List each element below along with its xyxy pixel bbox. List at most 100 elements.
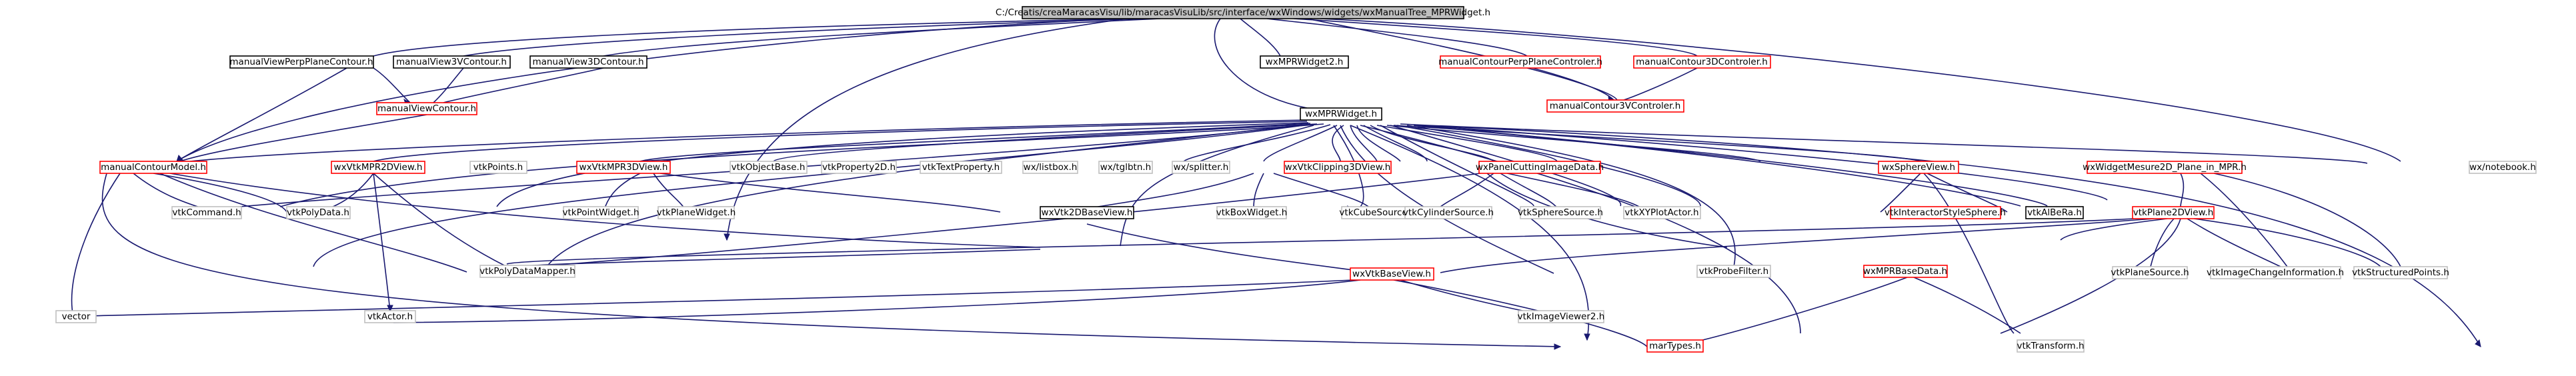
node-label: vtkCubeSource.h [1339, 207, 1416, 218]
node-wxVtk2DBaseView[interactable]: wxVtk2DBaseView.h [1040, 206, 1134, 219]
edge [533, 173, 1481, 267]
node-label: wxVtkBaseView.h [1352, 269, 1431, 279]
node-label: vtkAlBeRa.h [2027, 207, 2082, 218]
node-manualViewContour[interactable]: manualViewContour.h [376, 102, 477, 115]
edge [373, 121, 1308, 162]
node-label: manualView3VContour.h [396, 57, 507, 67]
node-vector[interactable]: vector [55, 310, 97, 323]
node-vtkXYPlotActor[interactable]: vtkXYPlotActor.h [1623, 206, 1701, 219]
node-label: vtkPolyData.h [287, 207, 349, 218]
node-vtkImageViewer2[interactable]: vtkImageViewer2.h [1518, 310, 1605, 323]
edge [1214, 18, 1308, 109]
node-vtkCubeSource[interactable]: vtkCubeSource.h [1339, 206, 1416, 219]
edge [1420, 125, 2108, 201]
node-vtkObjectBase[interactable]: vtkObjectBase.h [730, 161, 808, 174]
node-wxMPRBaseData[interactable]: wxMPRBaseData.h [1863, 265, 1948, 278]
node-label: vtkProbeFilter.h [1699, 266, 1768, 277]
edge [179, 114, 427, 162]
edge [373, 18, 1134, 57]
node-wx-splitter[interactable]: wx/splitter.h [1172, 161, 1230, 174]
node-vtkPoints[interactable]: vtkPoints.h [469, 161, 527, 174]
node-vtkAlBeRa[interactable]: vtkAlBeRa.h [2025, 206, 2084, 219]
node-manualContourModel[interactable]: manualContourModel.h [99, 161, 207, 174]
node-root[interactable]: C:/Creatis/creaMaracasVisu/lib/maracasVi… [996, 6, 1490, 19]
node-vtkTransform[interactable]: vtkTransform.h [2017, 339, 2085, 353]
node-label: C:/Creatis/creaMaracasVisu/lib/maracasVi… [996, 7, 1490, 18]
edge [2150, 218, 2175, 267]
edge [1396, 125, 1701, 207]
edge [393, 279, 1361, 323]
node-label: vtkBoxWidget.h [1216, 207, 1288, 218]
edge [1913, 277, 2021, 334]
node-label: wxSphereView.h [1882, 162, 1955, 173]
node-wxVtkBaseView[interactable]: wxVtkBaseView.h [1350, 267, 1434, 281]
edge [639, 123, 1311, 162]
node-label: manualContour3VControler.h [1550, 101, 1681, 111]
node-vtkStructuredPoints[interactable]: vtkStructuredPoints.h [2352, 266, 2449, 279]
node-label: vtkInteractorStyleSphere.h [1884, 207, 2006, 218]
node-vtkInteractorStyleSphere[interactable]: vtkInteractorStyleSphere.h [1884, 206, 2006, 219]
node-wxMPRWidget[interactable]: wxMPRWidget.h [1300, 107, 1382, 121]
edge [1923, 173, 2015, 334]
node-vtkBoxWidget[interactable]: vtkBoxWidget.h [1216, 206, 1288, 219]
node-vtkPolyData[interactable]: vtkPolyData.h [286, 206, 351, 219]
node-manualView3DContour[interactable]: manualView3DContour.h [529, 55, 648, 69]
edge [1400, 123, 2368, 164]
node-label: wx/notebook.h [2469, 162, 2536, 173]
edge [1440, 218, 2155, 273]
edge [1363, 125, 1428, 162]
node-wxMPRWidget2[interactable]: wxMPRWidget2.h [1260, 55, 1349, 69]
node-label: vtkPlane2DView.h [2133, 207, 2214, 218]
node-label: wxVtkMPR2DView.h [334, 162, 423, 173]
node-manualContour3VControler[interactable]: manualContour3VControler.h [1546, 99, 1684, 113]
node-label: manualContourModel.h [101, 162, 206, 173]
node-manualView3VContour[interactable]: manualView3VContour.h [393, 55, 511, 69]
node-label: wx/splitter.h [1174, 162, 1229, 173]
node-label: vtkStructuredPoints.h [2352, 267, 2449, 278]
edge [1293, 18, 1698, 57]
edge [313, 125, 1304, 267]
node-vtkSphereSource[interactable]: vtkSphereSource.h [1518, 206, 1603, 219]
node-wx-notebook[interactable]: wx/notebook.h [2469, 161, 2537, 174]
node-vtkPointWidget[interactable]: vtkPointWidget.h [562, 206, 639, 219]
node-vtkActor[interactable]: vtkActor.h [364, 310, 416, 323]
node-vtkProperty2D[interactable]: vtkProperty2D.h [821, 161, 897, 174]
node-vtkPolyDataMapper[interactable]: vtkPolyDataMapper.h [479, 265, 575, 278]
node-wxVtkMPR2DView[interactable]: wxVtkMPR2DView.h [331, 161, 425, 174]
node-label: vector [62, 311, 91, 322]
node-vtkPlaneSource[interactable]: vtkPlaneSource.h [2111, 266, 2189, 279]
node-wxVtkMPR3DView[interactable]: wxVtkMPR3DView.h [576, 161, 671, 174]
node-vtkImageChangeInformation[interactable]: vtkImageChangeInformation.h [2207, 266, 2344, 279]
edge [373, 67, 411, 103]
edge [496, 122, 1309, 207]
node-vtkCylinderSource[interactable]: vtkCylinderSource.h [1403, 206, 1494, 219]
node-wx-tglbtn[interactable]: wx/tglbtn.h [1098, 161, 1153, 174]
node-vtkProbeFilter[interactable]: vtkProbeFilter.h [1696, 265, 1771, 278]
edge [1380, 125, 1534, 207]
node-label: vtkPointWidget.h [562, 207, 639, 218]
node-wxPanelCuttingImageData[interactable]: wxPanelCuttingImageData.h [1476, 161, 1604, 174]
node-vtkCommand[interactable]: vtkCommand.h [171, 206, 242, 219]
node-wxVtkClipping3DView[interactable]: wxVtkClipping3DView.h [1284, 161, 1392, 174]
edge [1350, 125, 1378, 162]
node-wxWidgetMesure2D-Plane-in-MPR[interactable]: wxWidgetMesure2D_Plane_in_MPR.h [2083, 161, 2247, 174]
node-manualContourPerpPlaneControler[interactable]: manualContourPerpPlaneControler.h [1438, 55, 1602, 69]
node-manualContour3DControler[interactable]: manualContour3DControler.h [1633, 55, 1771, 69]
edge [86, 279, 1354, 317]
node-label: manualViewPerpPlaneContour.h [229, 57, 373, 67]
edge [2213, 173, 2401, 267]
node-vtkPlane2DView[interactable]: vtkPlane2DView.h [2132, 206, 2215, 219]
node-manualViewPerpPlaneContour[interactable]: manualViewPerpPlaneContour.h [229, 55, 374, 69]
node-label: marTypes.h [1649, 341, 1701, 351]
node-vtkTextProperty[interactable]: vtkTextProperty.h [920, 161, 1002, 174]
node-marTypes[interactable]: marTypes.h [1646, 339, 1704, 353]
node-label: vtkTextProperty.h [922, 162, 1000, 173]
node-label: manualViewContour.h [377, 103, 476, 114]
node-vtkPlaneWidget[interactable]: vtkPlaneWidget.h [657, 206, 736, 219]
node-wx-listbox[interactable]: wx/listbox.h [1022, 161, 1078, 174]
edge [1880, 173, 1921, 213]
node-wxSphereView[interactable]: wxSphereView.h [1878, 161, 1959, 174]
node-label: vtkImageChangeInformation.h [2207, 267, 2344, 278]
edge [1120, 125, 1314, 247]
